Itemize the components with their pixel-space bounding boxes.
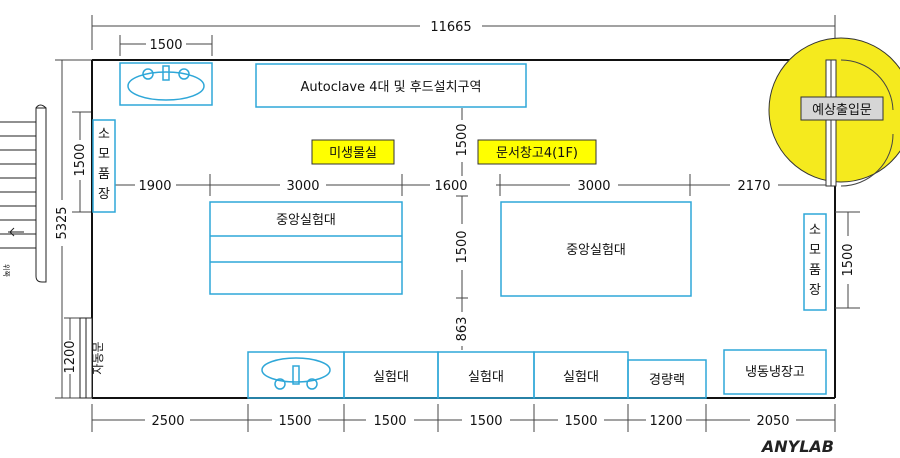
microbe-room-label: 미생물실 bbox=[329, 146, 377, 161]
bench-c-label: 실험대 bbox=[563, 370, 599, 385]
dim-left-upper-label: 1500 bbox=[73, 143, 88, 176]
dim-top-total-label: 11665 bbox=[430, 20, 471, 35]
dim-mid-aisle-label: 1600 bbox=[434, 179, 467, 194]
consumables-right-char-1: 소 bbox=[809, 223, 821, 238]
dim-mid-bench2-label: 3000 bbox=[577, 179, 610, 194]
dim-left-total-label: 5325 bbox=[55, 206, 70, 239]
autoclave-zone bbox=[255, 63, 527, 108]
microbe-room-box bbox=[311, 139, 395, 165]
document-storage-box bbox=[477, 139, 597, 165]
autoclave-label: Autoclave 4대 및 후드설치구역 bbox=[301, 80, 482, 95]
dim-bottom-1: 2500 bbox=[151, 414, 184, 429]
central-bench-right bbox=[500, 201, 692, 297]
dim-mid-left-label: 1900 bbox=[138, 179, 171, 194]
consumables-right-char-4: 장 bbox=[809, 283, 821, 298]
consumables-cabinet-left bbox=[92, 119, 116, 213]
fridge-freezer-label: 냉동냉장고 bbox=[745, 365, 805, 380]
dim-right-vertical-label: 1500 bbox=[841, 243, 856, 276]
dim-top-sink bbox=[119, 35, 213, 56]
auto-door-label: 자동문 bbox=[91, 341, 105, 374]
dim-mid-right-label: 2170 bbox=[737, 179, 770, 194]
bottom-benches bbox=[343, 349, 827, 399]
dim-left-lower-label: 1200 bbox=[63, 340, 78, 373]
dim-bottom-5: 1500 bbox=[564, 414, 597, 429]
consumables-right-char-3: 품 bbox=[809, 263, 821, 278]
dim-vert-bench-label: 1500 bbox=[455, 230, 470, 263]
emergency-door-label: 예상출입문 bbox=[812, 103, 872, 118]
central-bench-left-label: 중앙실험대 bbox=[276, 213, 336, 228]
emergency-door bbox=[768, 37, 900, 187]
room-walls bbox=[91, 59, 836, 399]
dim-vert-lower-label: 863 bbox=[455, 317, 470, 342]
anylab-logo: ANYLAB bbox=[760, 437, 834, 456]
dim-middle-row bbox=[100, 174, 826, 196]
dim-bottom-2: 1500 bbox=[278, 414, 311, 429]
weighing-rack-label: 경량랙 bbox=[649, 373, 685, 388]
dim-bottom-6: 1200 bbox=[649, 414, 682, 429]
dim-mid-bench1-label: 3000 bbox=[286, 179, 319, 194]
dim-bottom-4: 1500 bbox=[469, 414, 502, 429]
dim-right-vertical bbox=[835, 211, 860, 309]
central-bench-left bbox=[209, 201, 403, 295]
dim-bottom-7: 2050 bbox=[756, 414, 789, 429]
dim-top-sink-label: 1500 bbox=[149, 38, 182, 53]
stair-note: 위쪽 bbox=[2, 264, 10, 277]
consumables-left-char-4: 장 bbox=[98, 187, 110, 202]
dim-bottom-row bbox=[91, 404, 836, 432]
document-storage-label: 문서창고4(1F) bbox=[496, 146, 578, 161]
consumables-right-char-2: 모 bbox=[809, 243, 821, 258]
consumables-left-char-2: 모 bbox=[98, 147, 110, 162]
dim-vert-upper-label: 1500 bbox=[455, 123, 470, 156]
stairs bbox=[0, 104, 47, 283]
consumables-cabinet-right bbox=[803, 213, 827, 311]
dim-center-vertical bbox=[456, 108, 468, 350]
bench-b-label: 실험대 bbox=[468, 370, 504, 385]
central-bench-right-label: 중앙실험대 bbox=[566, 243, 626, 258]
dim-bottom-3: 1500 bbox=[373, 414, 406, 429]
sink-top-icon bbox=[119, 62, 213, 106]
auto-door-icon bbox=[79, 317, 93, 399]
bench-a-label: 실험대 bbox=[373, 370, 409, 385]
consumables-left-char-3: 품 bbox=[98, 167, 110, 182]
sink-bottom-icon bbox=[247, 351, 345, 399]
consumables-left-char-1: 소 bbox=[98, 127, 110, 142]
